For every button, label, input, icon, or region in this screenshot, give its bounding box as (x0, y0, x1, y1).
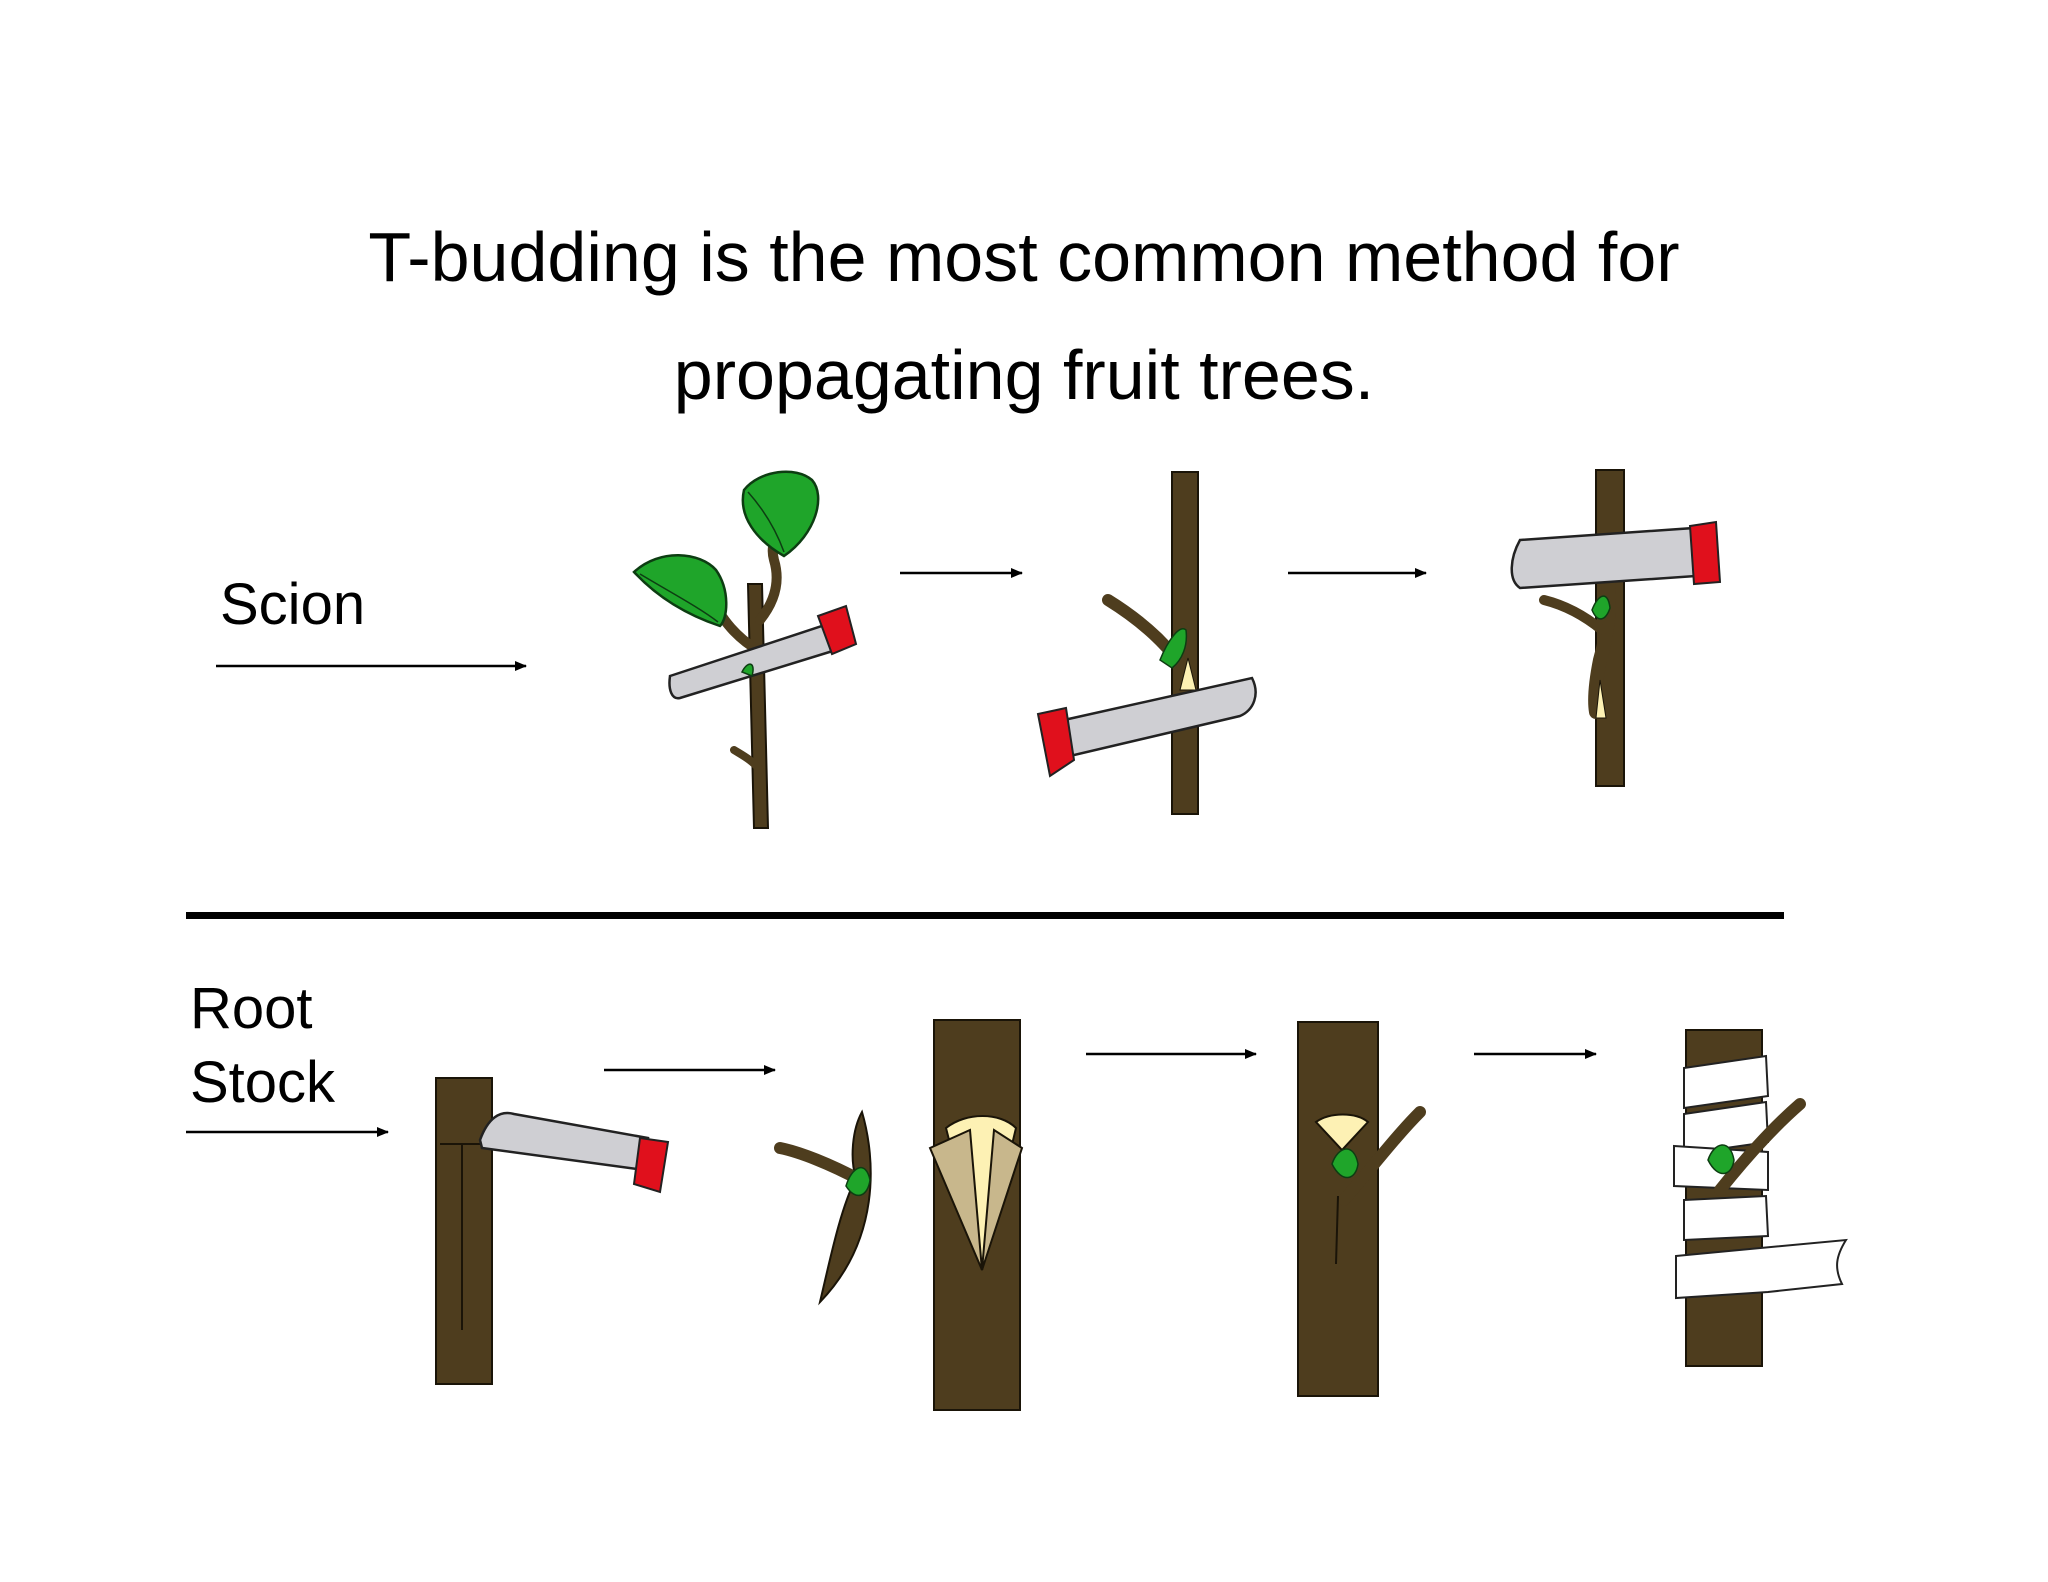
rootstock-label-line-1: Root (190, 976, 313, 1041)
scion-step-3-stick-with-knife-icon (1510, 469, 1722, 787)
scion-step-1-leafy-stick-with-knife-icon (632, 470, 858, 829)
rootstock-step-3-opened-t-cut-icon (928, 1019, 1024, 1411)
rootstock-step-5-wrapped-stock-icon (1673, 1029, 1848, 1367)
scion-label: Scion (220, 572, 366, 637)
scion-step-2-stick-with-knife-icon (1036, 471, 1257, 815)
rootstock-step-1-t-cut-with-knife-icon (435, 1077, 670, 1385)
rootstock-label-line-2: Stock (190, 1050, 336, 1115)
title-line-2: propagating fruit trees. (673, 336, 1375, 414)
rootstock-step-4-inserted-bud-icon (1297, 1021, 1426, 1397)
section-divider (186, 912, 1784, 919)
rootstock-step-2-bud-shield-icon (774, 1109, 872, 1306)
title-line-1: T-budding is the most common method for (368, 218, 1680, 296)
